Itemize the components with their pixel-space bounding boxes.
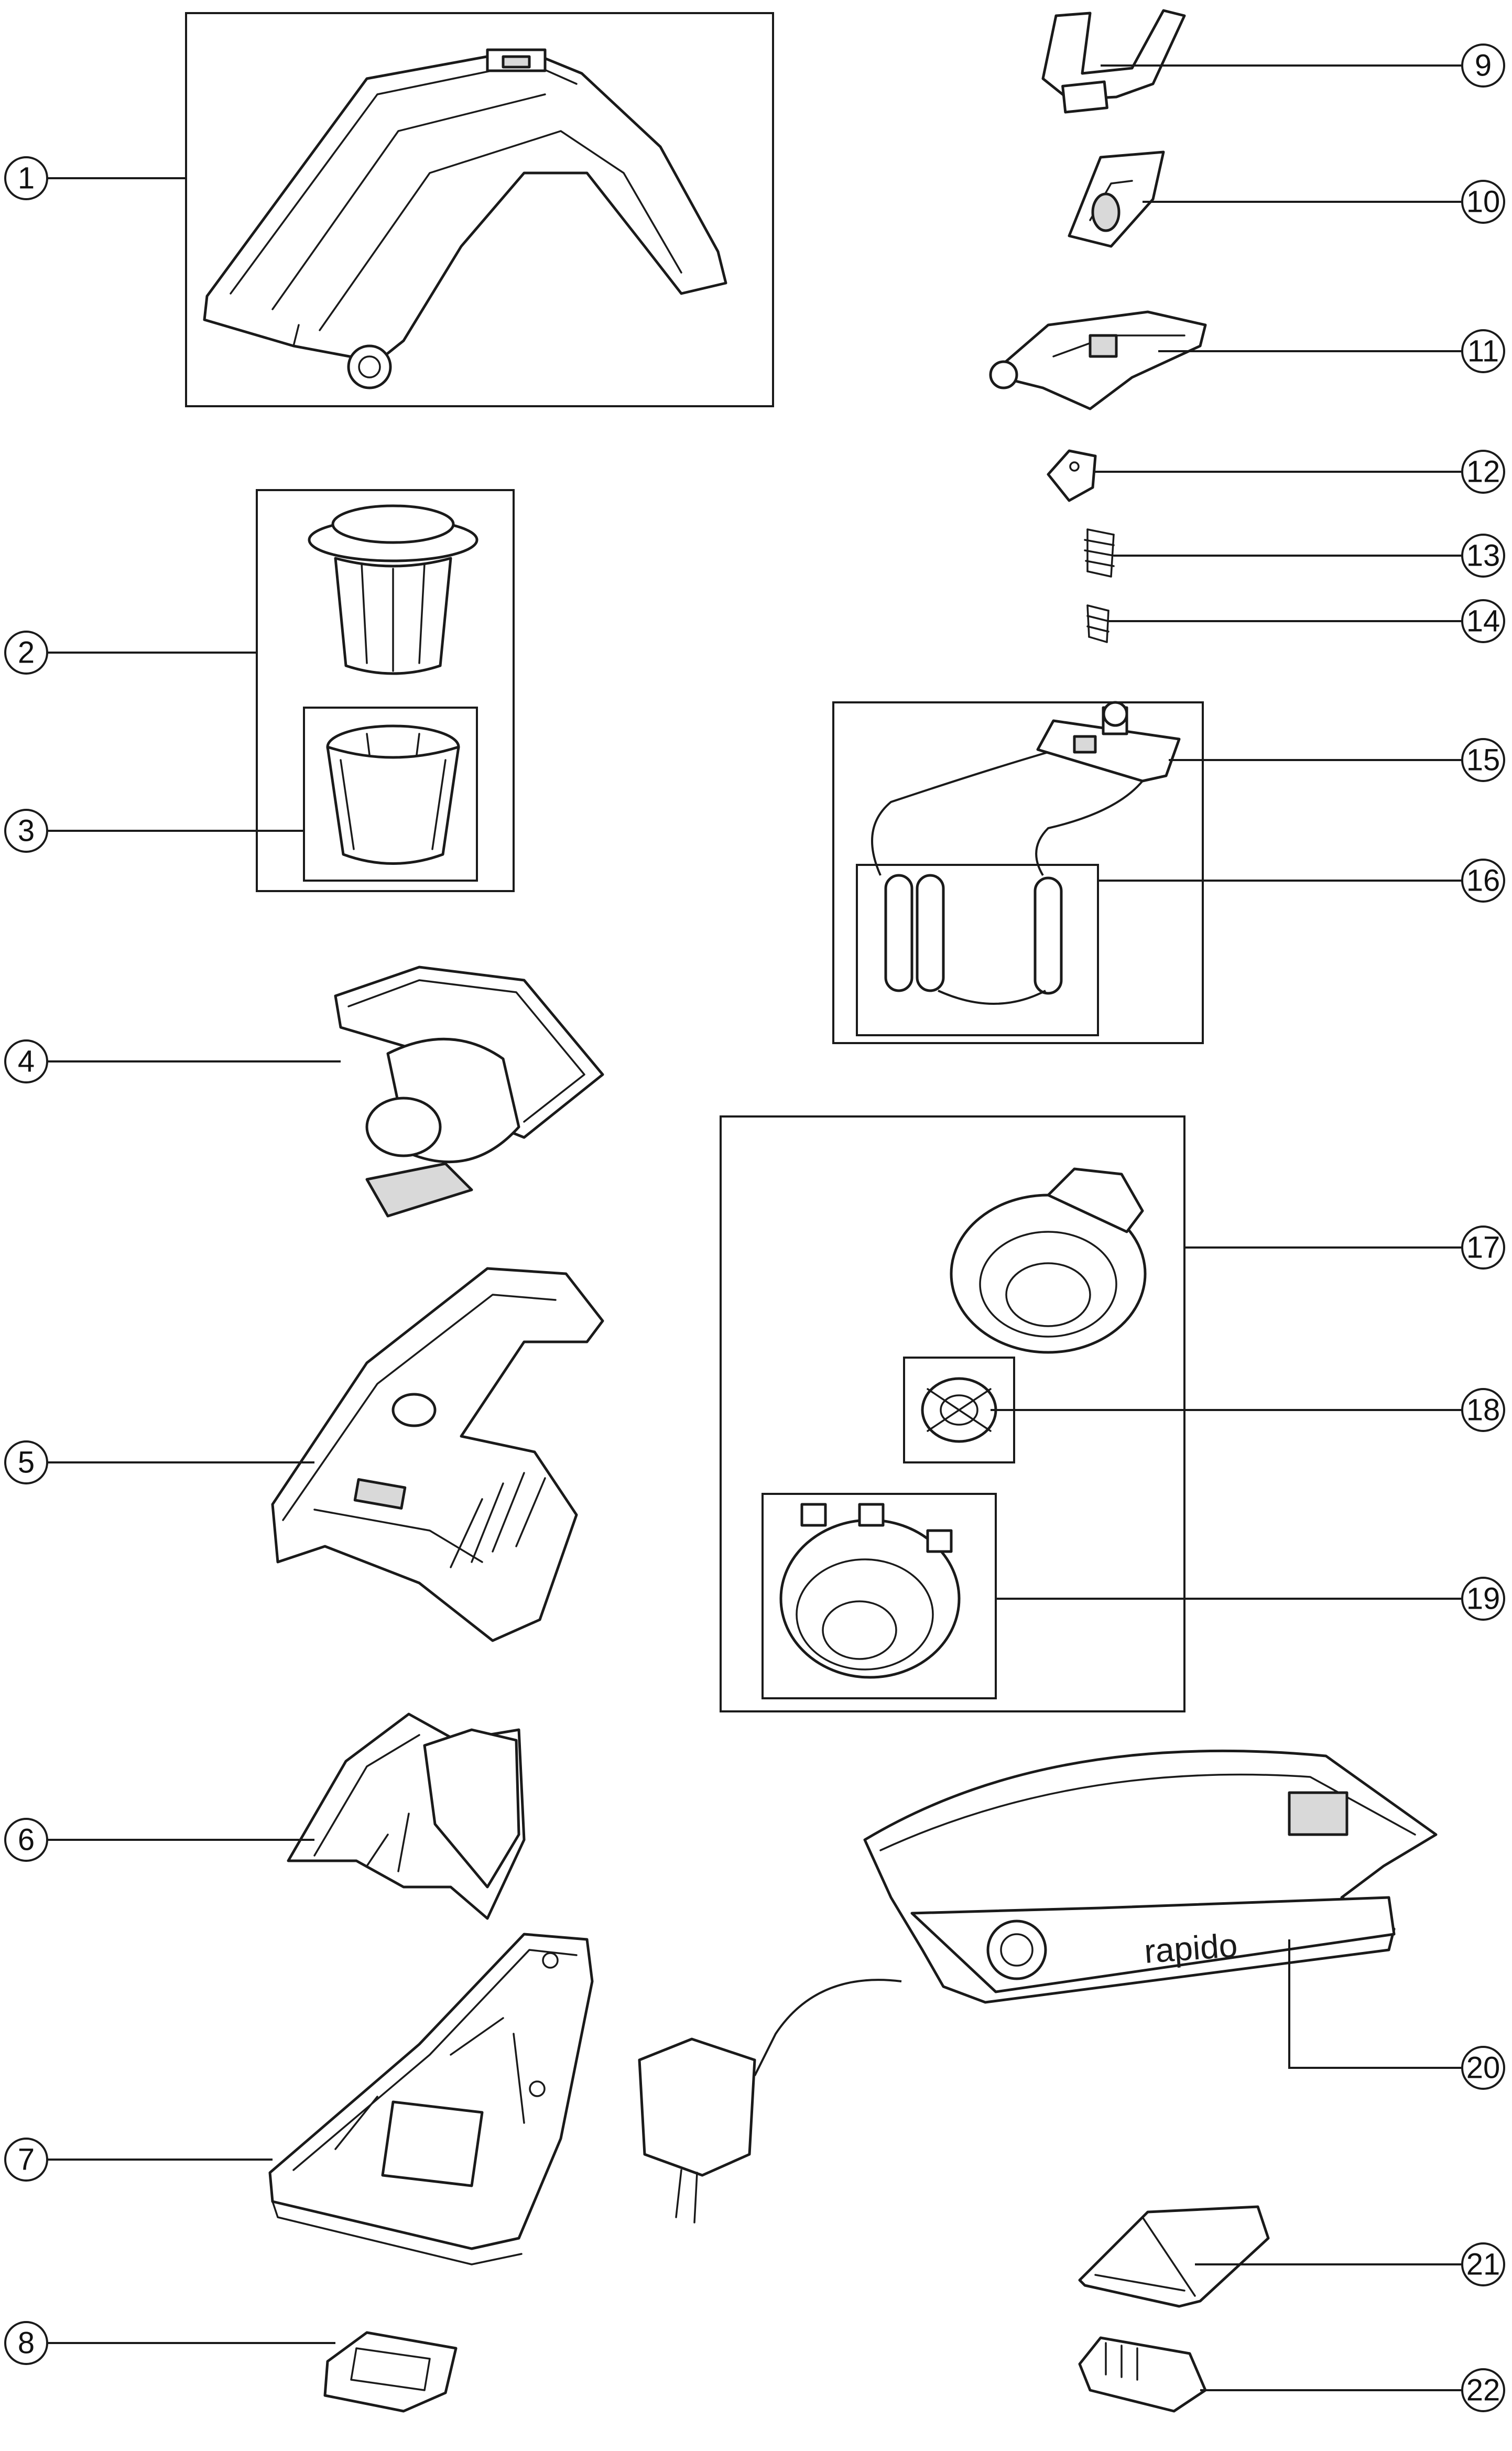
svg-text:13: 13 xyxy=(1466,539,1500,573)
part-7-lower-housing xyxy=(268,1933,594,2265)
svg-text:4: 4 xyxy=(18,1045,35,1079)
svg-text:14: 14 xyxy=(1466,604,1500,638)
leader-lines xyxy=(47,64,1465,2391)
part-3-frame xyxy=(303,707,478,882)
callout-21: 21 xyxy=(1461,2242,1505,2286)
svg-text:22: 22 xyxy=(1466,2373,1500,2407)
svg-text:21: 21 xyxy=(1466,2248,1500,2282)
callout-20: 20 xyxy=(1461,2046,1505,2090)
svg-text:8: 8 xyxy=(18,2326,35,2360)
part-20-charging-base: rapido xyxy=(638,1749,1438,2224)
parts-17-19-frame xyxy=(720,1115,1185,1712)
part-14-spring xyxy=(1086,604,1109,643)
callout-17: 17 xyxy=(1461,1226,1505,1270)
callout-3: 3 xyxy=(4,809,48,853)
callout-7: 7 xyxy=(4,2138,48,2182)
part-16-frame xyxy=(856,864,1099,1036)
part-11-switch-bracket xyxy=(989,310,1207,410)
callout-11: 11 xyxy=(1461,329,1505,373)
part-12-button-cap xyxy=(1047,449,1097,502)
part-22-clip-small xyxy=(1078,2336,1207,2413)
part-19-frame xyxy=(762,1493,997,1699)
svg-text:15: 15 xyxy=(1466,743,1500,777)
svg-text:7: 7 xyxy=(18,2143,35,2177)
part-3-dust-container-insert xyxy=(326,724,460,865)
svg-text:12: 12 xyxy=(1466,455,1500,489)
svg-text:11: 11 xyxy=(1467,334,1499,368)
callout-14: 14 xyxy=(1461,599,1505,643)
svg-text:19: 19 xyxy=(1466,1582,1500,1616)
svg-text:6: 6 xyxy=(18,1823,35,1857)
callout-1: 1 xyxy=(4,156,48,200)
parts-15-16-frame xyxy=(832,701,1204,1044)
svg-text:17: 17 xyxy=(1466,1231,1500,1265)
part-16-battery-pack xyxy=(871,751,1144,1005)
part-19-motor-mount xyxy=(779,1503,961,1679)
part-13-spring xyxy=(1084,528,1115,578)
svg-text:5: 5 xyxy=(18,1446,35,1480)
callout-8: 8 xyxy=(4,2321,48,2365)
part-4-dust-bowl xyxy=(334,966,604,1218)
svg-text:1: 1 xyxy=(18,161,35,196)
callout-5: 5 xyxy=(4,1440,48,1484)
part-8-latch-plate xyxy=(323,2331,458,2413)
part-15-switch-board xyxy=(1036,701,1181,783)
parts-2-3-frame xyxy=(256,489,515,892)
svg-text:3: 3 xyxy=(18,814,35,848)
callout-22: 22 xyxy=(1461,2368,1505,2412)
callout-12: 12 xyxy=(1461,450,1505,494)
callout-2: 2 xyxy=(4,631,48,675)
callout-16: 16 xyxy=(1461,859,1505,903)
part-9-clip xyxy=(1041,9,1186,114)
callout-4: 4 xyxy=(4,1039,48,1083)
part-1-frame xyxy=(185,12,774,407)
callout-6: 6 xyxy=(4,1818,48,1862)
callout-15: 15 xyxy=(1461,738,1505,782)
svg-text:16: 16 xyxy=(1466,864,1500,898)
part-21-filter-cover xyxy=(1078,2205,1270,2308)
svg-text:2: 2 xyxy=(18,636,35,670)
svg-text:18: 18 xyxy=(1466,1393,1500,1427)
brand-label: rapido xyxy=(1143,1926,1238,1970)
callout-9: 9 xyxy=(1461,44,1505,88)
svg-text:20: 20 xyxy=(1466,2051,1500,2085)
part-10-release-button xyxy=(1068,150,1165,248)
svg-text:10: 10 xyxy=(1466,185,1500,219)
part-18-fan-grille xyxy=(921,1377,997,1443)
callout-18: 18 xyxy=(1461,1388,1505,1432)
part-17-motor xyxy=(950,1167,1147,1354)
part-6-inner-chassis xyxy=(287,1712,526,1920)
svg-text:9: 9 xyxy=(1475,49,1492,83)
callout-10: 10 xyxy=(1461,180,1505,224)
part-1-handle-cover xyxy=(203,48,727,389)
callout-13: 13 xyxy=(1461,534,1505,578)
part-2-filter xyxy=(308,504,478,675)
callout-19: 19 xyxy=(1461,1577,1505,1621)
part-5-upper-housing xyxy=(271,1267,604,1642)
